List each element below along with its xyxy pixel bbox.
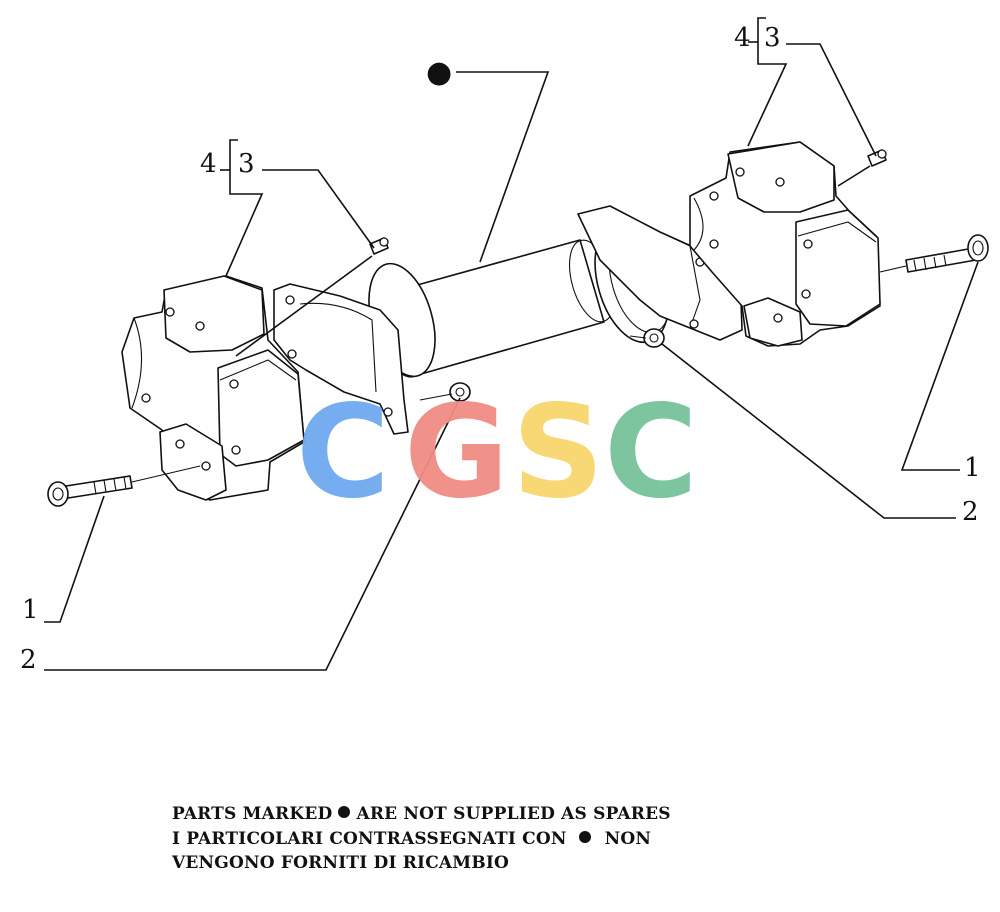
leader-lines [44,17,979,671]
note-line-3: VENGONO FORNITI DI RICAMBIO [172,853,510,873]
bullet-dot-icon [578,831,591,843]
right-grease-nipple [867,149,887,167]
note-line-2: I PARTICOLARI CONTRASSEGNATI CON NON [172,829,651,849]
callout-left-2: 2 [20,645,37,675]
note-line-2-start: I PARTICOLARI CONTRASSEGNATI CON [172,829,567,849]
left-nut [449,382,471,402]
right-flexible-coupling [689,141,881,347]
note-line-1-start: PARTS MARKED [172,804,333,824]
left-grease-nipple [369,237,389,255]
callout-labels: ● 4 3 4 3 1 2 1 2 [20,23,981,675]
watermark-logo: C G S C [296,378,698,527]
callout-right-2: 2 [962,497,979,527]
left-bolt [47,475,133,507]
left-yoke [273,262,436,435]
callout-right-3: 3 [764,23,781,53]
note-line-1-end: ARE NOT SUPPLIED AS SPARES [356,804,671,824]
watermark-letter-c1: C [296,378,390,527]
bullet-dot-icon [338,806,351,818]
callout-not-supplied-dot: ● [426,55,452,90]
watermark-letter-s: S [512,378,604,527]
callout-right-4: 4 [734,23,751,53]
note-line-2-end: NON [604,829,652,849]
callout-left-4: 4 [200,149,217,179]
right-nut [643,328,665,348]
right-bolt [905,234,989,273]
right-flange [577,205,743,344]
watermark-letter-g: G [404,378,509,527]
note-line-1: PARTS MARKED ARE NOT SUPPLIED AS SPARES [172,804,671,824]
callout-right-1: 1 [964,453,981,483]
callout-left-1: 1 [22,595,39,625]
callout-left-3: 3 [238,149,255,179]
left-flexible-coupling [121,275,305,501]
watermark-letter-c2: C [604,378,698,527]
